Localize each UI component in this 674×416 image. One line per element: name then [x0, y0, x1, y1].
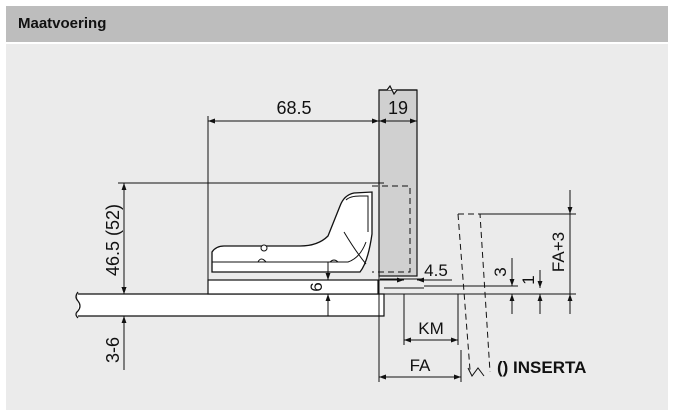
- label-fa: FA: [410, 356, 431, 375]
- hinge-cup-outline: [372, 185, 411, 273]
- dimension-fa: [378, 276, 462, 382]
- inserta-note: () INSERTA: [497, 358, 586, 377]
- label-height: 46.5 (52): [103, 204, 123, 276]
- label-4-5: 4.5: [424, 261, 448, 280]
- label-3: 3: [491, 267, 510, 276]
- dimension-68-5: [207, 90, 380, 294]
- panel-title: Maatvoering: [18, 15, 107, 32]
- mounting-plate: [207, 279, 379, 295]
- cabinet-side-panel: [75, 291, 385, 319]
- dimension-1: [458, 270, 576, 314]
- hinge-arm: [211, 191, 373, 273]
- label-19: 19: [388, 98, 408, 118]
- label-1: 1: [519, 275, 538, 284]
- dimension-height: [118, 182, 384, 294]
- dimension-km: [403, 294, 459, 345]
- label-68-5: 68.5: [276, 98, 311, 118]
- label-km: KM: [418, 319, 444, 338]
- dimension-3: [424, 258, 518, 314]
- diagram-panel: Maatvoering: [6, 6, 668, 410]
- dimension-fa-plus-3: [480, 190, 576, 314]
- inserta-door-outline: [457, 213, 491, 373]
- label-6: 6: [307, 282, 326, 291]
- panel-header: Maatvoering: [6, 6, 668, 44]
- dimension-6: [325, 262, 384, 316]
- label-3-6: 3-6: [103, 337, 123, 363]
- label-fa-plus-3: FA+3: [549, 232, 568, 272]
